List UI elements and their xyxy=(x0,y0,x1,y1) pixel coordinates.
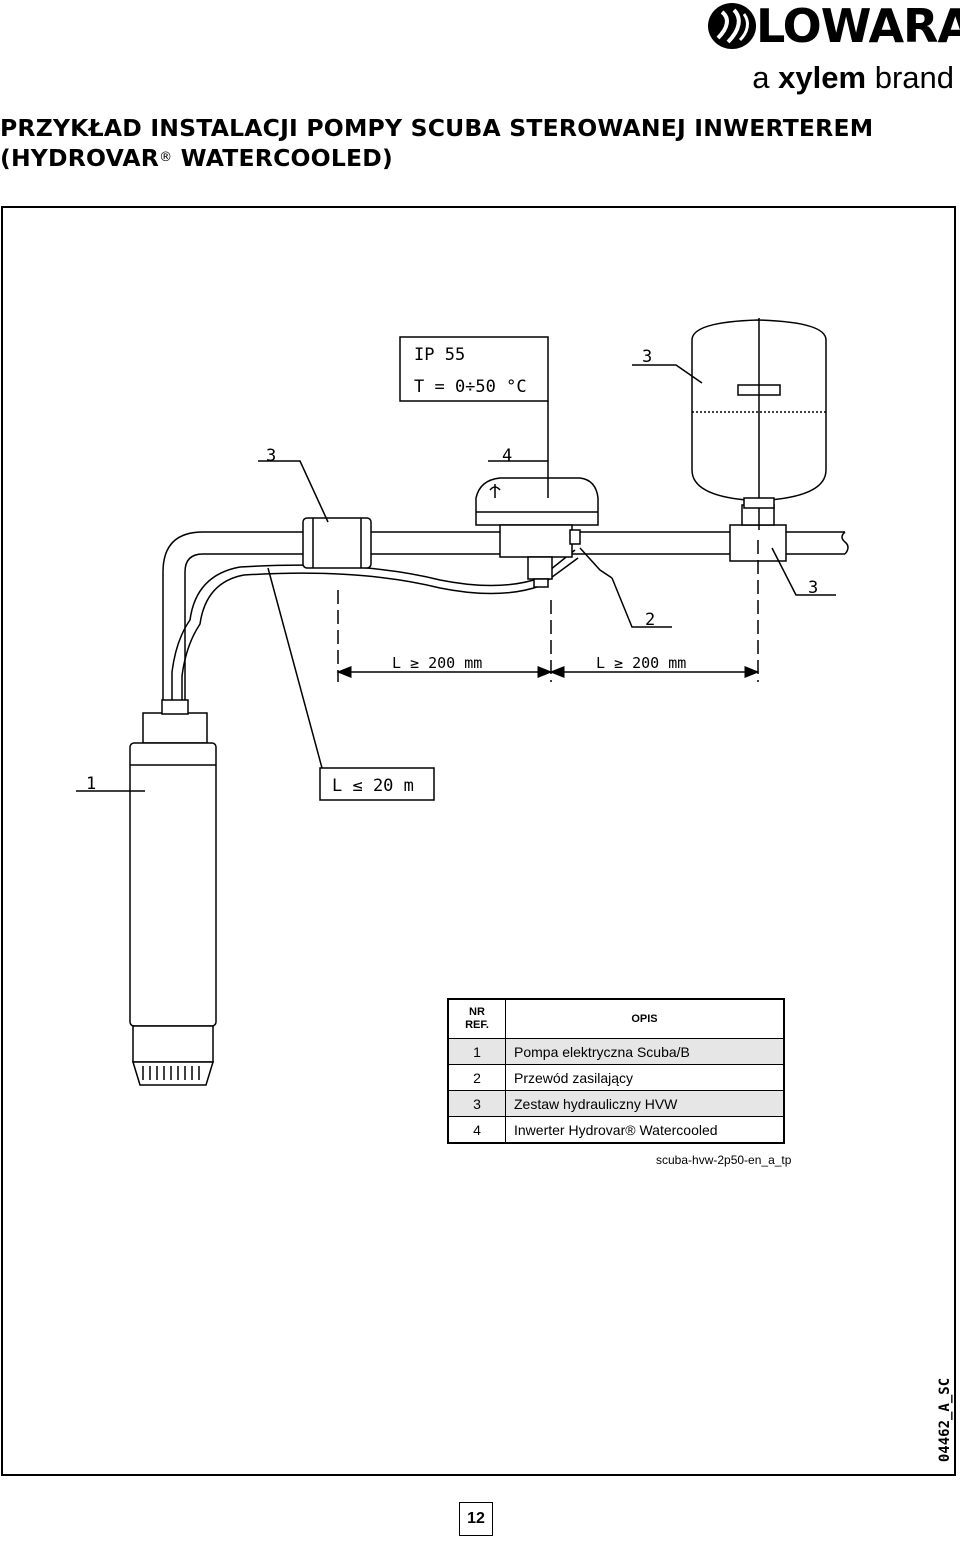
callout-4: 4 xyxy=(502,446,512,466)
title-line-2: (HYDROVAR® WATERCOOLED) xyxy=(0,144,393,172)
pressure-vessel xyxy=(691,318,827,530)
lowara-logo: LOWARA a xylem brand xyxy=(700,0,960,100)
title-line-1: PRZYKŁAD INSTALACJI POMPY SCUBA STEROWAN… xyxy=(0,114,874,142)
brand-name: LOWARA xyxy=(756,0,960,53)
callout-3-coupling: 3 xyxy=(266,446,276,466)
spec-ip-rating: IP 55 xyxy=(414,345,465,365)
page-number: 12 xyxy=(459,1502,493,1536)
drawing-code: scuba-hvw-2p50-en_a_tp xyxy=(656,1153,792,1167)
vertical-code: 04462_A_SC xyxy=(937,1377,953,1463)
dimension-left: L ≥ 200 mm xyxy=(392,654,482,672)
hydrovar-inverter xyxy=(475,477,613,588)
dimension-right: L ≥ 200 mm xyxy=(596,654,686,672)
spec-box xyxy=(399,336,549,402)
callout-2: 2 xyxy=(645,610,655,630)
spec-temperature: T = 0÷50 °C xyxy=(414,377,527,397)
discharge-pipe xyxy=(162,531,849,713)
drawing-frame xyxy=(1,206,956,1476)
scuba-pump xyxy=(129,699,217,1086)
cable-length: L ≤ 20 m xyxy=(332,776,414,796)
lowara-drop-icon xyxy=(708,3,756,49)
callout-3-tee: 3 xyxy=(808,578,818,598)
callout-1: 1 xyxy=(86,774,96,794)
callout-3-tank: 3 xyxy=(642,347,652,367)
brand-tagline: a xylem brand xyxy=(752,60,954,95)
legend-header-desc: OPIS xyxy=(505,999,784,1039)
page-title: PRZYKŁAD INSTALACJI POMPY SCUBA STEROWAN… xyxy=(0,113,960,173)
pump-hose xyxy=(171,549,576,705)
pipe-coupling xyxy=(302,517,372,569)
cable-length-box xyxy=(319,767,435,801)
